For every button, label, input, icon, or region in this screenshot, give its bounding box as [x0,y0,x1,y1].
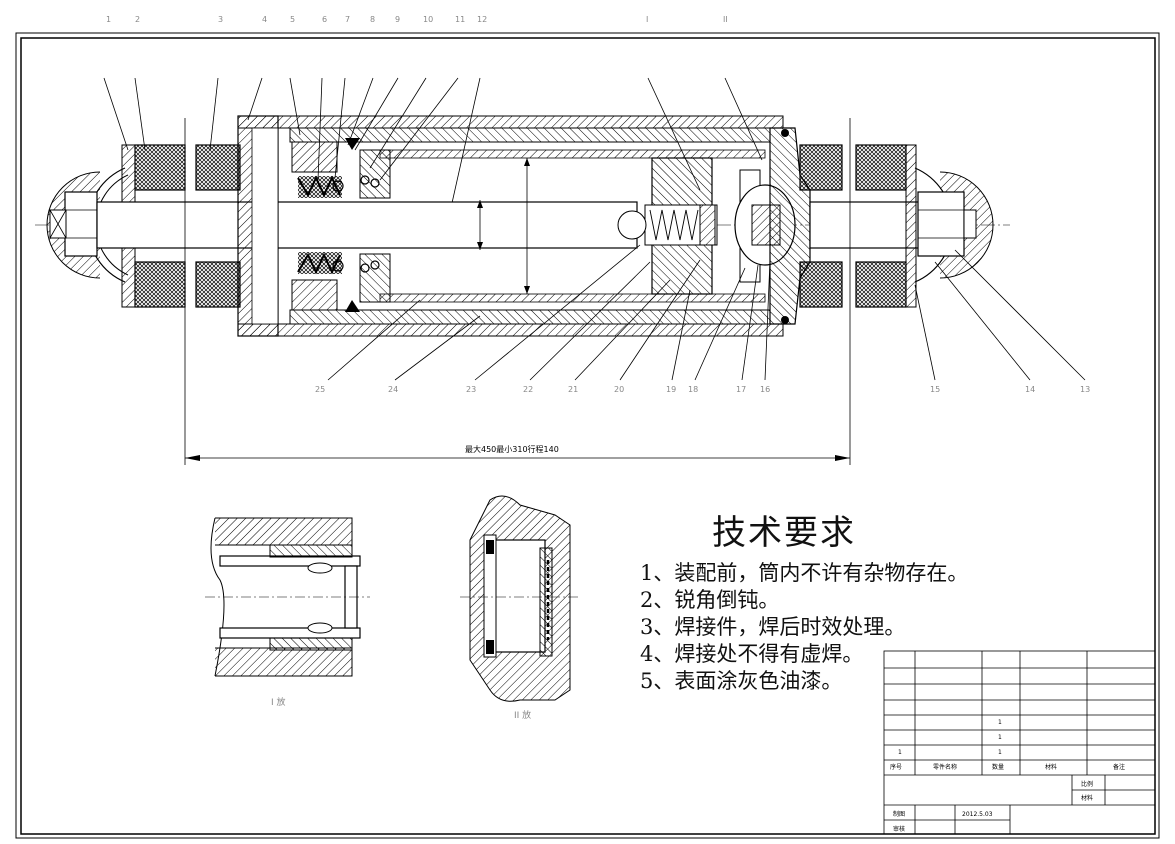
qty-cell: 1 [998,749,1002,756]
part-label: 24 [388,385,398,394]
inner-border [20,37,1156,835]
part-label: 23 [466,385,476,394]
ruler-label: 7 [345,15,350,24]
ruler-label: 8 [370,15,375,24]
detail-view-1 [205,517,370,677]
part-label: 14 [1025,385,1035,394]
part-label: 19 [666,385,676,394]
header-index: 序号 [890,763,902,771]
date-cell: 2012.5.03 [962,811,993,818]
right-nut [917,191,965,257]
scale-label: 比例 [1081,780,1093,788]
part-label: 21 [568,385,578,394]
guide-seal [291,141,338,173]
ruler-label: 2 [135,15,140,24]
drawn-label: 制图 [893,810,905,818]
left-rubber-bushing [134,144,186,191]
header-quantity: 数量 [992,763,1004,771]
bottom-leader-lines [327,244,1086,381]
ruler-label: 11 [455,15,465,24]
row-number-cell: 1 [898,749,902,756]
requirement-item: 5、表面涂灰色油漆。 [640,669,843,693]
technical-requirements: 技术要求 1、装配前，筒内不许有杂物存在。 2、锐角倒钝。 3、焊接件，焊后时效… [640,505,1080,695]
qty-cell: 1 [998,719,1002,726]
part-label: 20 [614,385,624,394]
header-material: 材料 [1045,763,1057,771]
ruler-label: 6 [322,15,327,24]
ruler-label: 9 [395,15,400,24]
bottom-part-labels: 25 24 23 22 21 20 19 18 17 16 15 14 13 [315,385,1090,394]
part-label: 18 [688,385,698,394]
part-label: 13 [1080,385,1090,394]
top-ruler-labels: 1 2 3 4 5 6 7 8 9 10 11 12 I II [106,15,728,24]
ruler-label: I [646,15,648,24]
piston-rod [96,201,638,249]
requirement-item: 3、焊接件，焊后时效处理。 [640,615,906,639]
outer-border [15,32,1160,839]
requirement-item: 1、装配前，筒内不许有杂物存在。 [640,561,969,585]
header-remarks: 备注 [1113,763,1125,771]
checked-label: 审核 [893,825,905,833]
ruler-label: II [723,15,728,24]
part-label: 17 [736,385,746,394]
title-block [883,650,1156,835]
part-label: 22 [523,385,533,394]
part-label: 25 [315,385,325,394]
header-part-name: 零件名称 [933,763,957,771]
valve-spring [649,209,699,241]
ruler-label: 5 [290,15,295,24]
left-nut [64,191,98,257]
detail-label-1: I 放 [271,696,286,708]
ruler-label: 12 [477,15,487,24]
right-rod [809,201,921,249]
tech-requirements-title: 技术要求 [712,513,856,553]
detail-view-2 [460,495,580,702]
detail-label-2: II 放 [514,709,531,721]
ruler-label: 1 [106,15,111,24]
inner-cylinder [289,127,771,143]
dimension-note: 最大450最小310行程140 [465,444,559,454]
ruler-label: 4 [262,15,267,24]
ruler-label: 3 [218,15,223,24]
qty-cell: 1 [998,734,1002,741]
material-label: 材料 [1081,794,1093,802]
ruler-label: 10 [423,15,433,24]
title-block-text: 1 1 1 1 序号 零件名称 数量 材料 备注 比例 材料 制图 审核 201… [890,719,1125,833]
requirement-item: 2、锐角倒钝。 [640,588,780,612]
requirement-item: 4、焊接处不得有虚焊。 [640,642,864,666]
right-rubber-bushing [799,144,843,191]
part-label: 16 [760,385,770,394]
part-label: 15 [930,385,940,394]
